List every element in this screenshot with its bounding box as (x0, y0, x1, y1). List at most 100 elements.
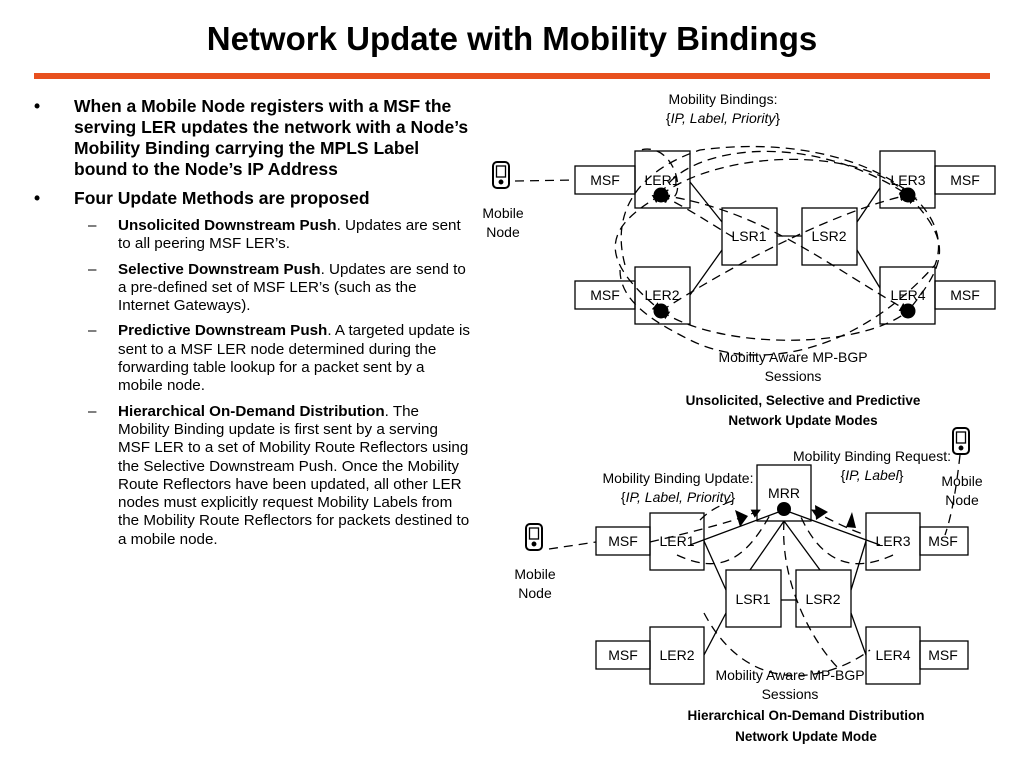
mobile-phone-icon (952, 427, 970, 455)
lsr2-label: LSR2 (811, 228, 846, 244)
msf-label: MSF (950, 172, 980, 188)
diagram-1 (492, 145, 996, 356)
mobile-node-label: Mobile (941, 473, 982, 489)
sessions-label: Mobility Aware MP-BGP (715, 667, 864, 683)
sub-bullet-desc: . Updates are send to a pre-defined set … (118, 260, 466, 315)
msf-label: MSF (590, 287, 620, 303)
update-tuple-fields: IP, Label, Priority (626, 489, 732, 505)
bullet-list: • When a Mobile Node registers with a MS… (30, 96, 472, 556)
brace-open: { (621, 489, 626, 505)
sub-bullet-dash: – (88, 217, 97, 234)
request-label: Mobility Binding Request: (793, 448, 951, 464)
links (689, 509, 881, 656)
bullet-item: • Four Update Methods are proposed (30, 188, 472, 209)
lsr2-box (801, 207, 858, 266)
bullet-dot: • (34, 96, 41, 116)
mobile-node-label: Node (945, 492, 979, 508)
mobile-node-label: Mobile (482, 205, 523, 221)
sub-bullet-desc: . A targeted update is sent to a MSF LER… (118, 322, 471, 395)
title-underline (34, 73, 990, 79)
sub-bullet-item: – Selective Downstream Push. Updates are… (30, 261, 472, 316)
msf-label: MSF (608, 533, 638, 549)
request-tuple: {IP, Label} (841, 467, 904, 483)
links (689, 181, 881, 296)
ler1-box (634, 150, 691, 209)
ler3-label: LER3 (890, 172, 925, 188)
sub-bullet-term: Unsolicited Downstream Push (118, 217, 337, 234)
diagram-2-caption: Network Update Mode (735, 729, 877, 744)
sessions-label: Sessions (765, 368, 822, 384)
ler1-label: LER1 (659, 533, 694, 549)
arrowhead (815, 505, 828, 520)
ler2-box (634, 266, 691, 325)
mobile-phone-icon (492, 161, 510, 189)
sub-bullet-desc: . The Mobility Binding update is first s… (118, 402, 470, 548)
bindings-tuple-fields: IP, Label, Priority (671, 110, 777, 126)
sub-bullet-dash: – (88, 402, 97, 420)
bgp-session-lines (548, 454, 961, 677)
msf-box (934, 280, 996, 310)
diagram-2 (525, 427, 970, 685)
lsr1-box (721, 207, 778, 266)
mobile-node-label: Node (518, 585, 552, 601)
sub-bullet-item: – Hierarchical On-Demand Distribution. T… (30, 403, 472, 549)
bullet-text: When a Mobile Node registers with a MSF … (74, 96, 469, 179)
update-tuple: {IP, Label, Priority} (621, 489, 735, 505)
lsr2-label: LSR2 (805, 591, 840, 607)
ler2-label: LER2 (659, 647, 694, 663)
lsr1-label: LSR1 (731, 228, 766, 244)
mobile-node-label: Mobile (514, 566, 555, 582)
bindings-tuple: {IP, Label, Priority} (666, 110, 780, 126)
sub-bullet-dash: – (88, 260, 97, 278)
ler2-box (649, 626, 705, 685)
bgp-session-lines (514, 145, 940, 356)
diagram-1-labels: Mobility Bindings: {IP, Label, Priority}… (482, 91, 979, 428)
bullet-item: • When a Mobile Node registers with a MS… (30, 96, 472, 180)
sub-bullet-term: Selective Downstream Push (118, 260, 321, 278)
sub-bullet-dash: – (88, 322, 97, 340)
sub-bullet-term: Predictive Downstream Push (118, 322, 328, 340)
mrr-label: MRR (768, 485, 800, 501)
bullet-text: Four Update Methods are proposed (74, 188, 370, 208)
msf-label: MSF (928, 533, 958, 549)
brace-open: { (666, 110, 671, 126)
mobile-phone-icon (525, 523, 543, 551)
sub-bullet-desc: . Updates are sent to all peering MSF LE… (118, 217, 461, 253)
msf-box (919, 526, 969, 556)
ler1-label: LER1 (644, 172, 679, 188)
diagram-2-caption: Hierarchical On-Demand Distribution (687, 708, 924, 723)
diagram-2-labels: Mobility Binding Update: {IP, Label, Pri… (514, 448, 982, 744)
ler4-label: LER4 (875, 647, 910, 663)
msf-box (919, 640, 969, 670)
request-tuple-fields: IP, Label (845, 467, 899, 483)
slide-title: Network Update with Mobility Bindings (206, 20, 818, 57)
brace-open: { (841, 467, 846, 483)
msf-box (934, 165, 996, 195)
sub-bullet-item: – Unsolicited Downstream Push. Updates a… (30, 217, 472, 254)
bullet-dot: • (34, 188, 41, 208)
ler2-label: LER2 (644, 287, 679, 303)
msf-label: MSF (590, 172, 620, 188)
brace-close: } (775, 110, 780, 126)
lsr1-label: LSR1 (735, 591, 770, 607)
diagram-1-caption: Unsolicited, Selective and Predictive (686, 393, 921, 408)
msf-label: MSF (928, 647, 958, 663)
arrowhead (846, 512, 856, 528)
mrr-speaker-dot (777, 502, 791, 516)
mobile-node-label: Node (486, 224, 520, 240)
bindings-label: Mobility Bindings: (669, 91, 778, 107)
sub-bullet-item: – Predictive Downstream Push. A targeted… (30, 322, 472, 395)
ler4-label: LER4 (890, 287, 925, 303)
lsr1-box (725, 569, 782, 628)
msf-label: MSF (950, 287, 980, 303)
diagram-1-caption: Network Update Modes (728, 413, 877, 428)
arrowhead (735, 510, 748, 527)
sessions-label: Mobility Aware MP-BGP (718, 349, 867, 365)
ler3-label: LER3 (875, 533, 910, 549)
sub-bullet-term: Hierarchical On-Demand Distribution (118, 402, 385, 420)
sessions-label: Sessions (762, 686, 819, 702)
brace-close: } (730, 489, 735, 505)
msf-label: MSF (608, 647, 638, 663)
update-label: Mobility Binding Update: (603, 470, 754, 486)
